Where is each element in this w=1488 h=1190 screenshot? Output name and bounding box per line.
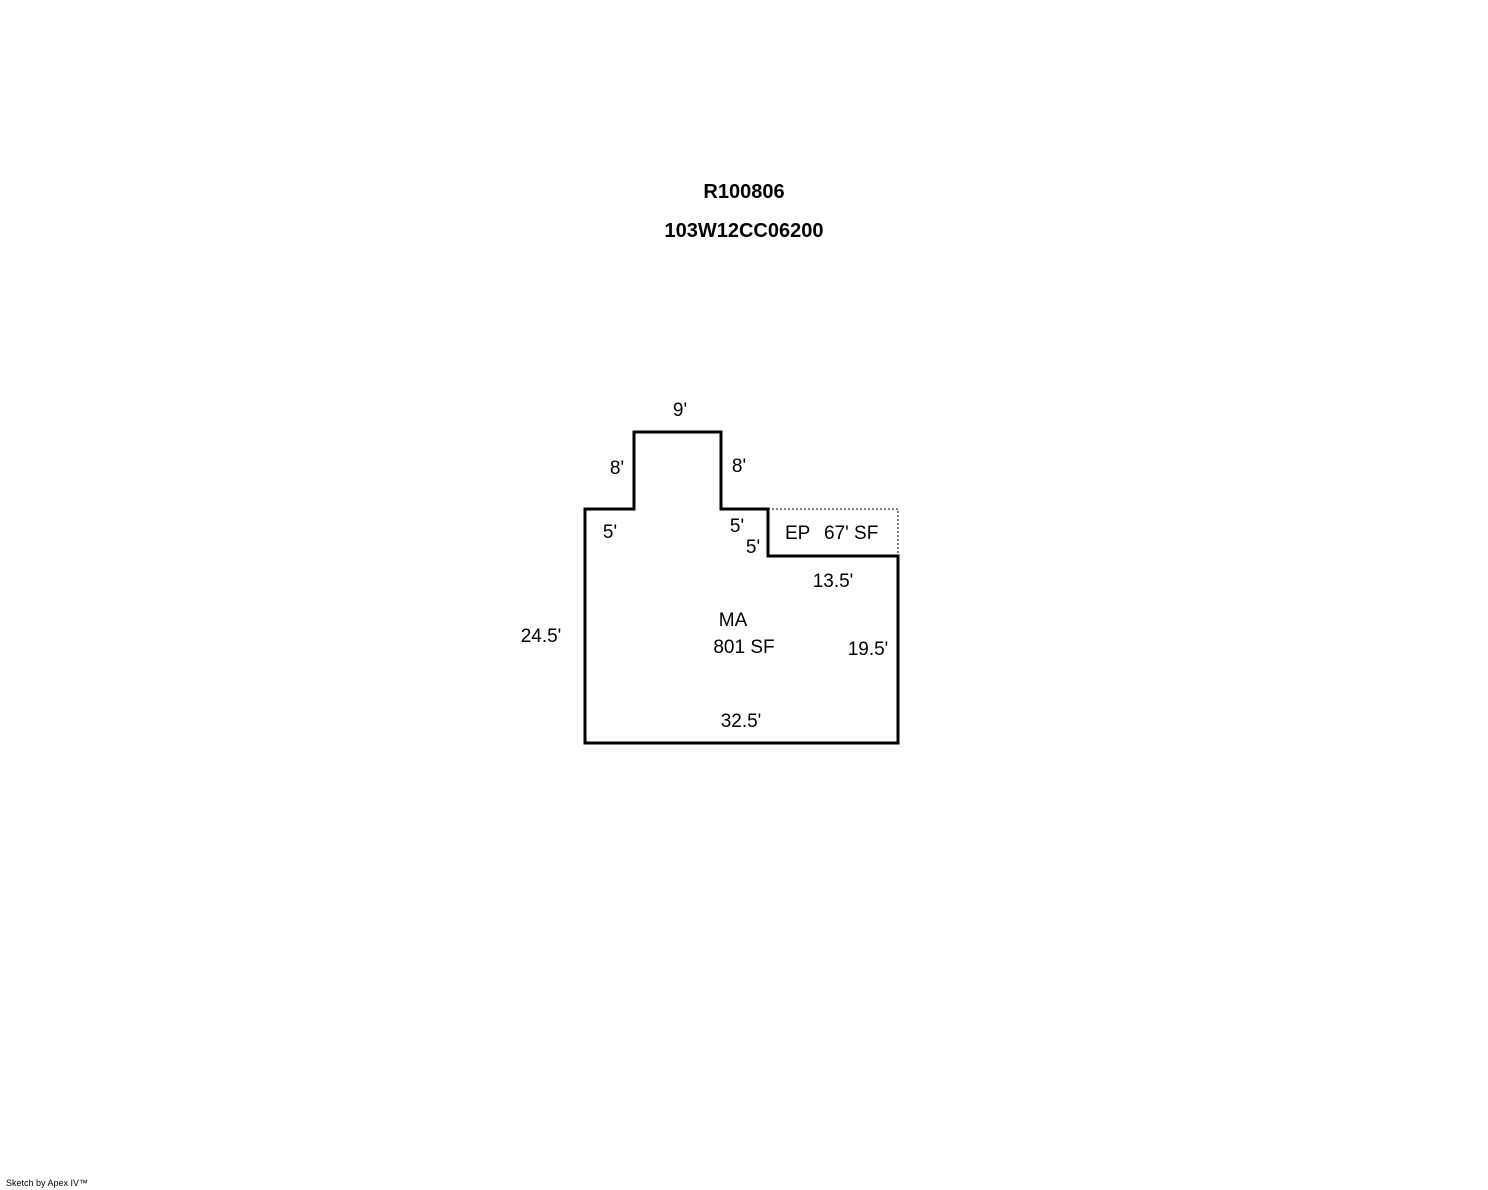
sketch-credit: Sketch by Apex IV™ bbox=[6, 1178, 89, 1188]
dim-right-ledge: 5' bbox=[730, 516, 744, 537]
dim-bottom-width: 32.5' bbox=[721, 711, 762, 732]
main-area-outline bbox=[583, 430, 900, 745]
dim-right-lower-height: 19.5' bbox=[848, 639, 889, 660]
dim-top-bump-right-height: 8' bbox=[732, 456, 746, 477]
dim-right-upper-width: 13.5' bbox=[813, 571, 854, 592]
enclosed-porch-outline bbox=[768, 508, 899, 556]
dim-top-bump-width: 9' bbox=[673, 400, 687, 421]
porch-code: EP bbox=[785, 523, 810, 544]
porch-area: 67' SF bbox=[824, 523, 878, 544]
dim-top-bump-left-height: 8' bbox=[610, 458, 624, 479]
map-tax-lot: 103W12CC06200 bbox=[664, 220, 824, 242]
main-area-size: 801 SF bbox=[713, 637, 774, 658]
dim-left-ledge: 5' bbox=[603, 522, 617, 543]
account-id: R100806 bbox=[703, 181, 785, 203]
main-area-code: MA bbox=[719, 610, 748, 631]
dim-left-height: 24.5' bbox=[521, 626, 562, 647]
dim-right-step-down: 5' bbox=[746, 537, 760, 558]
